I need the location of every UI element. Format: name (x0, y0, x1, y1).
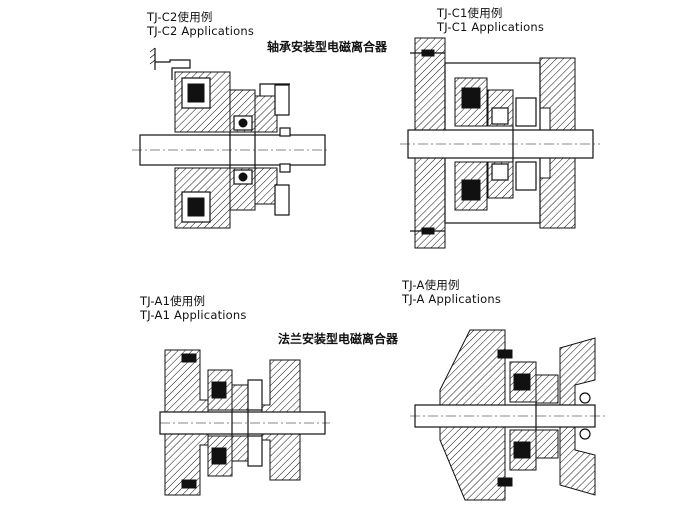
caption-tj-a1: TJ-A1使用例 TJ-A1 Applications (140, 294, 247, 322)
caption-tj-c1-en: TJ-C1 Applications (437, 20, 545, 34)
caption-tj-a1-cn: TJ-A1使用例 (140, 294, 206, 308)
drawing-tj-a (410, 329, 608, 501)
caption-tj-c1: TJ-C1使用例 TJ-C1 Applications (437, 6, 544, 34)
heading-flange-type: 法兰安装型电磁离合器 (278, 332, 399, 346)
caption-tj-c1-cn: TJ-C1使用例 (437, 6, 503, 20)
caption-tj-a: TJ-A使用例 TJ-A Applications (402, 278, 501, 306)
caption-tj-c2-en: TJ-C2 Applications (147, 24, 255, 38)
caption-tj-c2-cn: TJ-C2使用例 (147, 10, 213, 24)
heading-bearing-type: 轴承安装型电磁离合器 (267, 40, 388, 54)
caption-tj-c2: TJ-C2使用例 TJ-C2 Applications (147, 10, 254, 38)
caption-tj-a1-en: TJ-A1 Applications (140, 308, 247, 322)
caption-tj-a-en: TJ-A Applications (402, 292, 502, 306)
drawing-tj-c2 (132, 47, 328, 229)
drawing-tj-c1 (400, 37, 600, 249)
caption-tj-a-cn: TJ-A使用例 (402, 278, 460, 292)
drawing-tj-a1 (159, 349, 330, 496)
